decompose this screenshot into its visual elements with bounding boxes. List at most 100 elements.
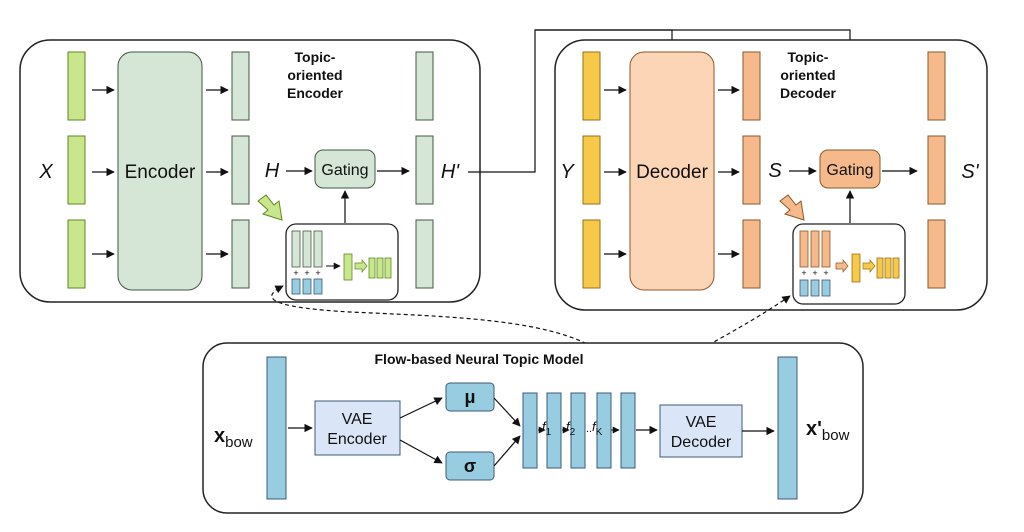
flow-fk-sub: K	[596, 427, 603, 438]
encoder-pointer-arrow-icon	[257, 194, 283, 221]
bow-input-main: x	[214, 425, 225, 447]
mini-hollow-arrow-icon	[862, 259, 876, 273]
mini-fused-bar	[851, 253, 861, 283]
flow-bar	[546, 392, 562, 469]
flow-f1-f: f	[542, 419, 547, 434]
sigma-label: σ	[464, 456, 476, 476]
mini-hidden-bar	[799, 230, 809, 268]
plus-symbol: +	[823, 268, 828, 278]
decoder-input-token-bar	[582, 219, 601, 289]
encoder-output-label: H'	[441, 161, 460, 183]
topic-to-encoder-dashed-connector	[271, 285, 629, 389]
decoder-input-token-bar	[582, 135, 601, 205]
mu-to-flow-arrow	[493, 397, 521, 427]
mini-hidden-bar	[313, 230, 323, 268]
decoder-input-label: Y	[560, 161, 575, 183]
encoder-gating-box	[314, 149, 376, 189]
decoder-module-title-line1: Topic-	[788, 49, 829, 65]
flow-f1-sub: 1	[546, 427, 552, 438]
encoder-hidden-bar	[231, 219, 250, 289]
mini-hidden-bar	[302, 230, 312, 268]
decoder-topic-fusion-box	[792, 223, 906, 305]
encoder-module-panel	[19, 39, 481, 303]
decoder-pointer-arrow-icon	[779, 194, 805, 221]
decoder-module-title-line3: Decoder	[780, 85, 837, 101]
mini-hidden-bar	[821, 230, 831, 268]
decoder-input-token-bar	[582, 51, 601, 121]
vae-encoder-label-line1: VAE	[342, 411, 373, 428]
bow-output-main: x'	[806, 418, 822, 440]
plus-symbol: +	[315, 268, 320, 278]
encoder-input-token-bar	[67, 219, 86, 289]
bow-input-bar	[266, 356, 287, 500]
vae-encoder-box	[314, 400, 401, 456]
decoder-block-label: Decoder	[636, 162, 708, 183]
mini-fused-bar	[376, 257, 384, 279]
flow-f2-label: f2	[566, 419, 576, 438]
encoder-input-token-bar	[67, 51, 86, 121]
mini-hidden-bar	[810, 230, 820, 268]
mini-topic-bar	[313, 278, 323, 295]
plus-symbol: +	[812, 268, 817, 278]
mini-topic-bar	[302, 278, 312, 295]
mini-topic-bar	[799, 279, 809, 297]
encoder-module-title-line3: Encoder	[287, 85, 344, 101]
plus-symbol: +	[801, 268, 806, 278]
mu-box	[445, 382, 495, 412]
encoder-gating-label: Gating	[321, 162, 368, 179]
mini-hidden-bar	[291, 230, 301, 268]
decoder-hidden-bar	[742, 135, 761, 205]
sigma-to-flow-arrow	[493, 435, 521, 467]
vae-to-mu-arrow	[399, 397, 443, 419]
plus-symbol: +	[304, 268, 309, 278]
encoder-module-title-line2: oriented	[287, 67, 342, 83]
topic-oriented-decoder-module: Topic- oriented Decoder Y Decoder S Gati…	[554, 39, 988, 311]
encoder-output-bar	[415, 219, 434, 289]
encoder-output-bar	[415, 135, 434, 205]
vae-to-sigma-arrow	[399, 439, 443, 464]
mini-fused-bar	[384, 257, 392, 279]
encoder-input-token-bar	[67, 135, 86, 205]
flow-f2-f: f	[566, 419, 571, 434]
flow-fk-f: f	[592, 419, 597, 434]
mini-topic-bar	[810, 279, 820, 297]
mu-label: μ	[464, 387, 475, 407]
mini-fused-bar	[368, 257, 376, 279]
mini-hollow-arrow-icon	[835, 259, 849, 273]
encoder-module-title-line1: Topic-	[295, 49, 336, 65]
decoder-output-bar	[927, 51, 946, 121]
encoder-block-label: Encoder	[125, 162, 196, 183]
flow-output-bar	[620, 392, 636, 469]
vae-decoder-box	[659, 404, 743, 458]
flow-bar	[522, 392, 538, 469]
vae-decoder-label-line2: Decoder	[671, 434, 732, 451]
flow-dots: ..	[586, 423, 592, 435]
encoder-output-bar	[415, 51, 434, 121]
decoder-output-bar	[927, 135, 946, 205]
flow-fk-label: fK	[592, 419, 603, 438]
encoder-hidden-bar	[231, 135, 250, 205]
mini-topic-bar	[821, 279, 831, 297]
topic-model-title: Flow-based Neural Topic Model	[375, 351, 584, 367]
decoder-block	[629, 51, 715, 291]
mini-topic-bar	[291, 278, 301, 295]
flow-bar	[570, 392, 586, 469]
decoder-gating-label: Gating	[826, 162, 873, 179]
topic-oriented-encoder-module: Topic- oriented Encoder X Encoder H Gati…	[19, 39, 481, 303]
mini-fused-bar	[343, 253, 353, 281]
decoder-output-label: S'	[961, 161, 979, 183]
decoder-hidden-label: S	[768, 160, 782, 182]
encoder-input-label: X	[38, 161, 53, 183]
decoder-module-title-line2: oriented	[780, 67, 835, 83]
mini-fused-bar	[892, 257, 900, 279]
flow-f1-label: f1	[542, 419, 552, 438]
vae-encoder-label-line2: Encoder	[327, 431, 387, 448]
plus-symbol: +	[293, 268, 298, 278]
mini-fused-bar	[884, 257, 892, 279]
mini-fused-bar	[876, 257, 884, 279]
vae-decoder-label-line1: VAE	[686, 414, 717, 431]
encoder-hidden-bar	[231, 51, 250, 121]
flow-based-neural-topic-model: Flow-based Neural Topic Model xbow VAE E…	[202, 342, 864, 514]
decoder-output-bar	[927, 219, 946, 289]
